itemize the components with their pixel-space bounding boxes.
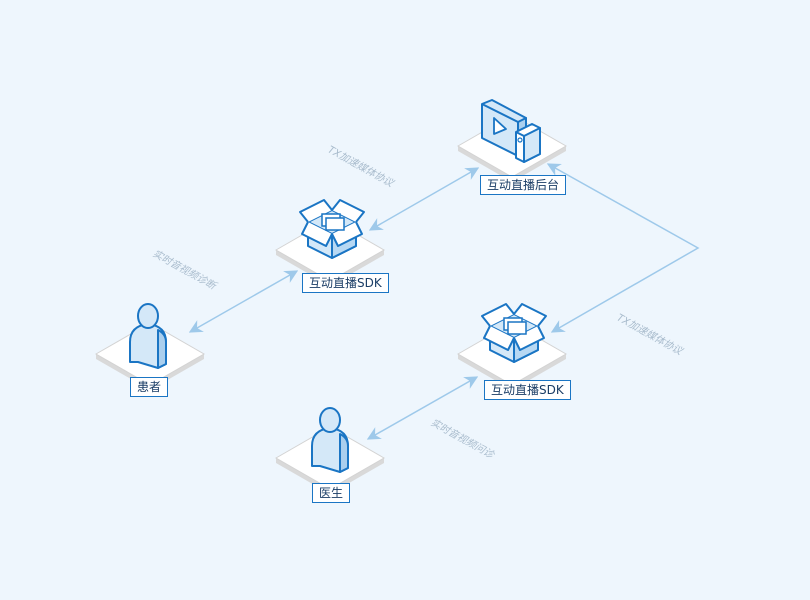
person-icon (129, 303, 167, 369)
connector-doctor-sdk (366, 376, 479, 440)
box-icon (481, 303, 547, 363)
node-label-sdk-bottom: 互动直播SDK (484, 380, 571, 400)
box-icon (299, 199, 365, 259)
video-server-icon (481, 99, 541, 163)
node-label-doctor: 医生 (312, 483, 351, 503)
node-label-backend: 互动直播后台 (480, 175, 567, 195)
connector-patient-sdk (188, 270, 299, 333)
connectors (188, 163, 700, 440)
connector-backend-sdk (546, 163, 700, 333)
connector-sdk-backend (368, 167, 480, 231)
person-icon (311, 407, 349, 473)
node-label-sdk-top: 互动直播SDK (302, 273, 389, 293)
node-label-patient: 患者 (130, 377, 169, 397)
